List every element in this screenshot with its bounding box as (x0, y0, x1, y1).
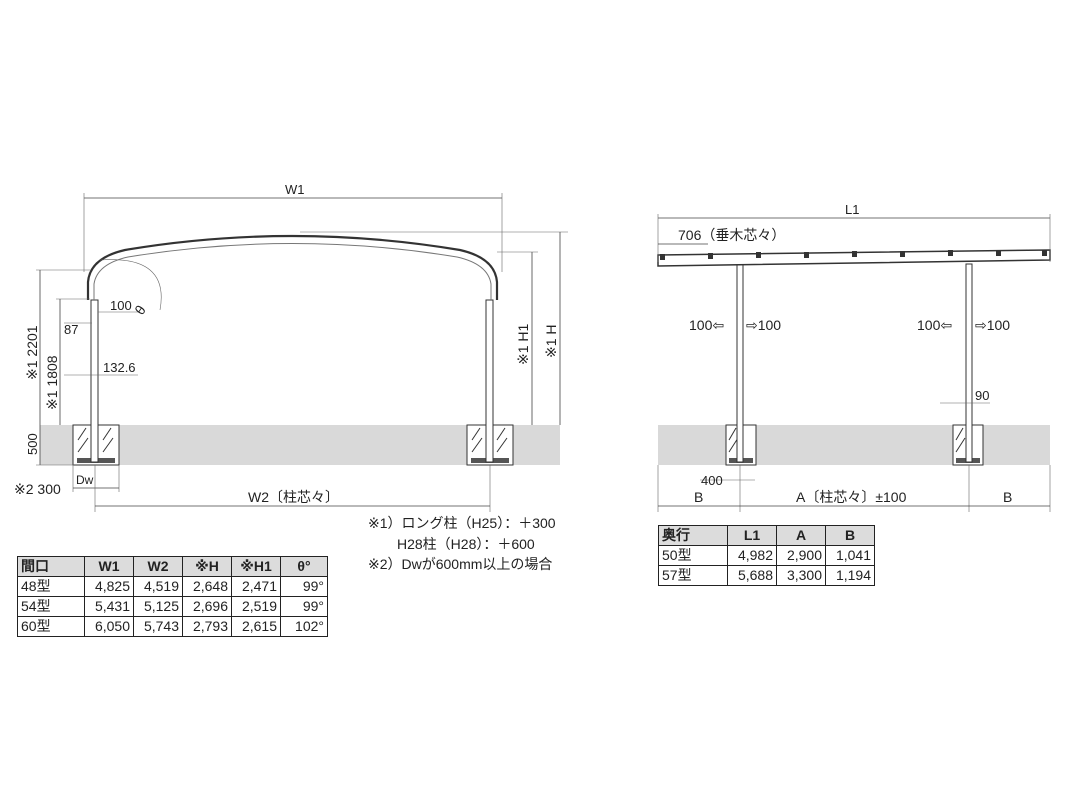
table-cell: 50型 (658, 545, 728, 566)
side-ground (658, 425, 1050, 465)
side-elevation: L1 706（垂木芯々） 100⇦ ⇨100 100⇦ ⇨100 90 400 … (657, 202, 1051, 512)
side-l1-label: L1 (845, 202, 859, 217)
side-90-label: 90 (975, 388, 989, 403)
front-w2-label: W2〔柱芯々〕 (248, 489, 339, 505)
side-header-cell: L1 (727, 525, 777, 546)
table-cell: 2,648 (182, 576, 232, 597)
table-cell: 2,793 (182, 616, 232, 637)
table-cell: 6,050 (84, 616, 134, 637)
front-dw-label: Dw (76, 473, 94, 487)
table-row: 54型 5,431 5,125 2,696 2,519 99° (17, 596, 328, 617)
front-table-header: 間口 W1 W2 ※H ※H1 θ° (17, 556, 328, 577)
side-b-left-label: B (694, 489, 703, 505)
side-arrow-left-2: 100⇦ (917, 317, 952, 333)
table-cell: 5,125 (133, 596, 183, 617)
side-header-cell: 奥行 (658, 525, 728, 546)
front-post-left (90, 299, 99, 463)
table-row: 60型 6,050 5,743 2,793 2,615 102° (17, 616, 328, 637)
table-cell: 60型 (17, 616, 85, 637)
side-arrow-right-2: ⇨100 (975, 317, 1010, 333)
front-132-label: 132.6 (103, 360, 136, 375)
table-row: 48型 4,825 4,519 2,648 2,471 99° (17, 576, 328, 597)
front-h1-label: ※1 H1 (515, 323, 531, 365)
side-spec-table: 奥行 L1 A B 50型 4,982 2,900 1,041 57型 5,68… (658, 525, 875, 586)
table-cell: 4,982 (727, 545, 777, 566)
front-87-label: 87 (64, 322, 78, 337)
front-header-cell: θ° (280, 556, 328, 577)
front-h-label: ※1 H (543, 324, 559, 358)
table-cell: 99° (280, 596, 328, 617)
table-cell: 2,900 (776, 545, 826, 566)
side-table-header: 奥行 L1 A B (658, 525, 875, 546)
table-cell: 99° (280, 576, 328, 597)
table-cell: 2,615 (231, 616, 281, 637)
front-header-cell: ※H (182, 556, 232, 577)
side-post-right (965, 263, 973, 463)
table-cell: 1,041 (825, 545, 875, 566)
front-500-label: 500 (25, 433, 40, 455)
side-rafter-label: 706（垂木芯々） (678, 227, 785, 243)
table-cell: 3,300 (776, 565, 826, 586)
front-100-label: 100 (110, 298, 132, 313)
note-line-2: H28柱（H28）：＋600 (397, 536, 535, 552)
note-line-3: ※2）Dwが600mm以上の場合 (368, 556, 553, 572)
front-roof-arch (86, 234, 499, 300)
side-a-label: A〔柱芯々〕±100 (796, 489, 907, 505)
table-row: 50型 4,982 2,900 1,041 (658, 545, 875, 566)
front-header-cell: W1 (84, 556, 134, 577)
table-cell: 48型 (17, 576, 85, 597)
table-cell: 5,688 (727, 565, 777, 586)
table-row: 57型 5,688 3,300 1,194 (658, 565, 875, 586)
front-header-cell: W2 (133, 556, 183, 577)
front-elevation: W1 ※1 H ※1 H1 ※1 2201 ※1 1808 500 100 θ … (14, 182, 568, 512)
front-post-right (485, 299, 494, 463)
table-cell: 5,431 (84, 596, 134, 617)
front-theta-label: θ (131, 302, 149, 318)
side-arrow-left-1: 100⇦ (689, 317, 724, 333)
side-arrow-right-1: ⇨100 (746, 317, 781, 333)
side-header-cell: B (825, 525, 875, 546)
side-400-label: 400 (701, 473, 723, 488)
table-cell: 4,825 (84, 576, 134, 597)
side-rafter-marks (660, 250, 1047, 260)
table-cell: 4,519 (133, 576, 183, 597)
table-cell: 2,471 (231, 576, 281, 597)
table-cell: 54型 (17, 596, 85, 617)
side-post-left (736, 263, 744, 463)
note-line-1: ※1）ロング柱（H25）：＋300 (368, 515, 556, 531)
table-cell: 57型 (658, 565, 728, 586)
front-header-cell: 間口 (17, 556, 85, 577)
front-spec-table: 間口 W1 W2 ※H ※H1 θ° 48型 4,825 4,519 2,648… (17, 556, 328, 637)
front-w1-label: W1 (285, 182, 305, 197)
front-1808-label: ※1 1808 (44, 355, 60, 410)
table-cell: 2,696 (182, 596, 232, 617)
side-b-right-label: B (1003, 489, 1012, 505)
front-300-label: ※2 300 (14, 481, 61, 497)
front-2201-label: ※1 2201 (24, 325, 40, 380)
table-cell: 1,194 (825, 565, 875, 586)
front-header-cell: ※H1 (231, 556, 281, 577)
table-cell: 102° (280, 616, 328, 637)
table-cell: 2,519 (231, 596, 281, 617)
table-cell: 5,743 (133, 616, 183, 637)
side-header-cell: A (776, 525, 826, 546)
